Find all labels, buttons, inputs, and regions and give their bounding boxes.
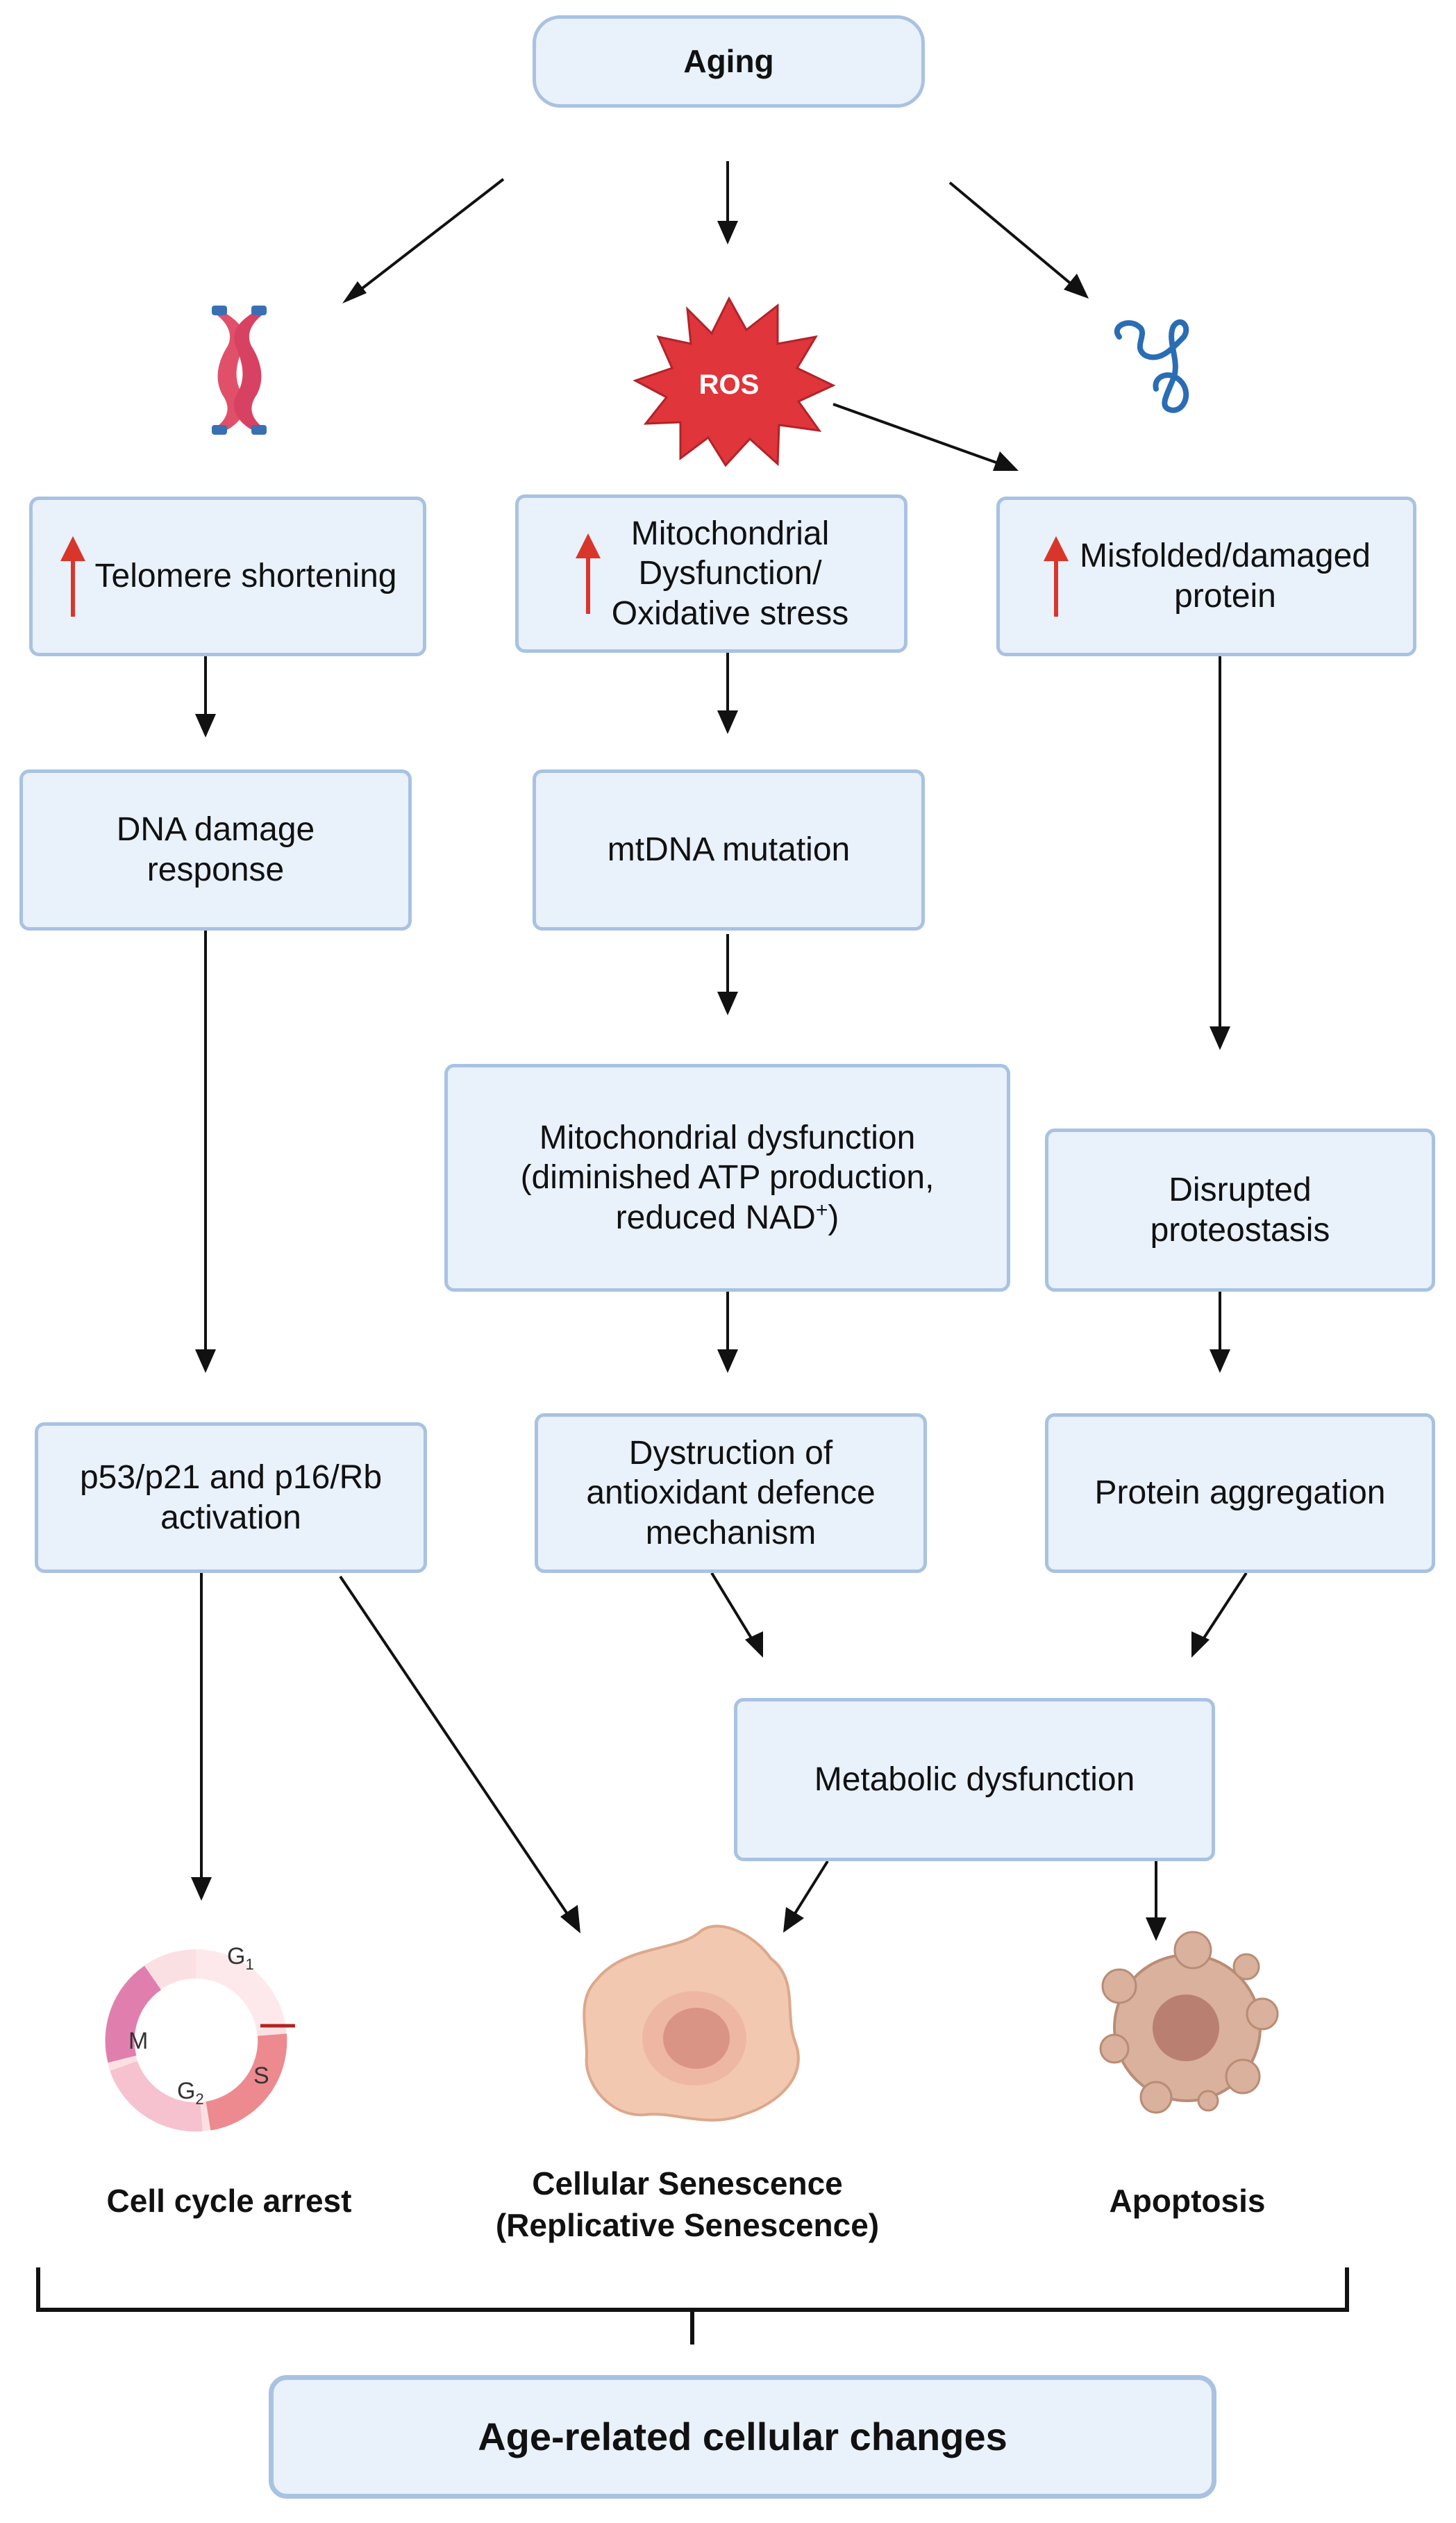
- mtdna-label: mtDNA mutation: [607, 831, 851, 869]
- antioxidant-node: Dystruction of antioxidant defence mecha…: [535, 1413, 927, 1573]
- increase-arrow-icon: [575, 533, 601, 614]
- increase-arrow-icon: [60, 536, 85, 617]
- proteostasis-node: Disrupted proteostasis: [1045, 1129, 1435, 1292]
- metabolic-node: Metabolic dysfunction: [734, 1698, 1215, 1861]
- mito-stress-content: Mitochondrial Dysfunction/ Oxidative str…: [574, 514, 848, 634]
- arrowheads: [191, 221, 1230, 1941]
- apoptosis-label: Apoptosis: [1109, 2183, 1266, 2219]
- p53-label: p53/p21 and p16/Rb activation: [79, 1458, 383, 1536]
- misfolded-content: Misfolded/damaged protein: [1042, 535, 1371, 618]
- antioxidant-label: Dystruction of antioxidant defence mecha…: [586, 1434, 876, 1551]
- misfolded-node: Misfolded/damaged protein: [996, 497, 1416, 656]
- cell-cycle-arrest-label: Cell cycle arrest: [106, 2183, 352, 2219]
- nad-superscript: +: [815, 1198, 828, 1222]
- dna-damage-node: DNA damage response: [19, 769, 412, 931]
- mito-stress-label: Mitochondrial Dysfunction/ Oxidative str…: [611, 515, 849, 632]
- aggregation-node: Protein aggregation: [1045, 1413, 1435, 1573]
- final-node: Age-related cellular changes: [269, 2375, 1216, 2499]
- outcome-bracket: [36, 2267, 1349, 2345]
- mito-dysfunction-text: Mitochondrial dysfunction (diminished AT…: [520, 1119, 935, 1236]
- dna-damage-label: DNA damage response: [116, 811, 315, 888]
- final-label: Age-related cellular changes: [478, 2415, 1007, 2459]
- telomere-node: Telomere shortening: [29, 497, 426, 656]
- aggregation-label: Protein aggregation: [1094, 1474, 1386, 1512]
- mito-dysfunction-close: ): [828, 1199, 839, 1236]
- mtdna-node: mtDNA mutation: [533, 769, 925, 931]
- p53-node: p53/p21 and p16/Rb activation: [35, 1422, 427, 1573]
- mito-stress-node: Mitochondrial Dysfunction/ Oxidative str…: [515, 494, 907, 653]
- increase-arrow-icon: [1044, 536, 1069, 617]
- senescence-label: Cellular Senescence (Replicative Senesce…: [495, 2165, 880, 2243]
- arrow-aging-to-protein: [948, 181, 1086, 297]
- proteostasis-label: Disrupted proteostasis: [1150, 1171, 1330, 1249]
- arrow-p53-to-senescence: [339, 1575, 579, 1931]
- aging-node: Aging: [533, 15, 925, 108]
- mito-dysfunction-label: Mitochondrial dysfunction (diminished AT…: [521, 1118, 935, 1238]
- misfolded-label: Misfolded/damaged protein: [1080, 538, 1371, 615]
- aging-label: Aging: [683, 42, 774, 79]
- arrow-ros-to-misfolded: [832, 403, 1014, 470]
- telomere-label: Telomere shortening: [94, 558, 397, 595]
- arrow-aging-to-chromosome: [346, 178, 505, 301]
- metabolic-label: Metabolic dysfunction: [814, 1760, 1135, 1798]
- telomere-content: Telomere shortening: [59, 535, 397, 618]
- mito-dysfunction-node: Mitochondrial dysfunction (diminished AT…: [444, 1064, 1010, 1292]
